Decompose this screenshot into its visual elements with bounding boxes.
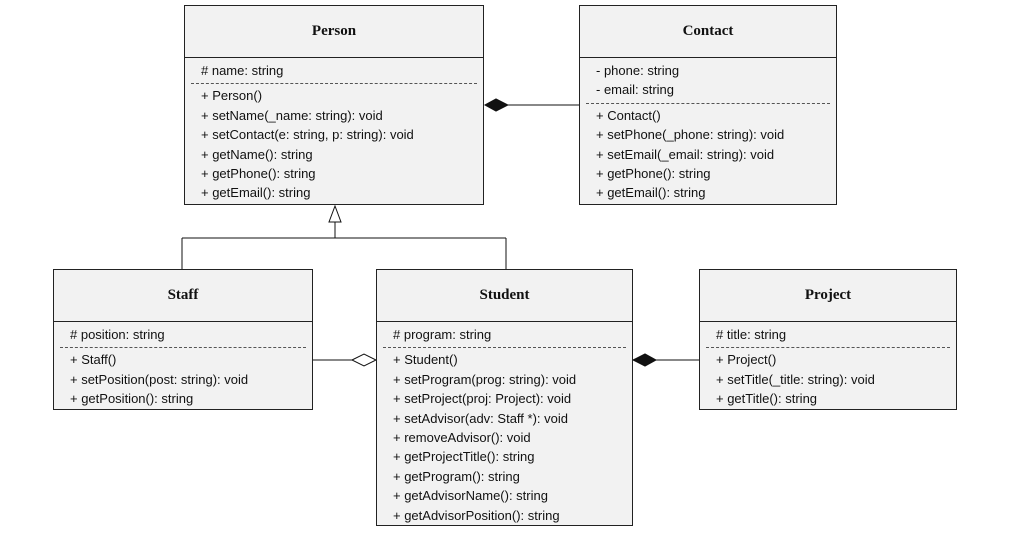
method: + setName(_name: string): void (201, 107, 383, 123)
method: + getProjectTitle(): string (393, 449, 535, 465)
method-list: + Person() + setName(_name: string): voi… (191, 84, 477, 202)
class-student: Student # program: string + Student() + … (376, 269, 633, 526)
method: + Student() (393, 352, 458, 368)
class-name: Person (185, 6, 483, 58)
attribute: # title: string (716, 327, 787, 342)
method: + setTitle(_title: string): void (716, 371, 875, 387)
method: + Project() (716, 352, 777, 368)
method: + Person() (201, 88, 263, 104)
method-list: + Staff() + setPosition(post: string): v… (60, 348, 306, 408)
composition-diamond-person (483, 98, 510, 112)
method: + setPosition(post: string): void (70, 371, 249, 387)
method: + getAdvisorPosition(): string (393, 507, 560, 523)
method-list: + Contact() + setPhone(_phone: string): … (586, 104, 830, 203)
class-name: Contact (580, 6, 836, 58)
method: + setAdvisor(adv: Staff *): void (393, 410, 568, 426)
attribute-list: # name: string (191, 58, 477, 85)
method: + setEmail(_email: string): void (596, 146, 775, 162)
method: + setProgram(prog: string): void (393, 371, 577, 387)
method: + Staff() (70, 352, 117, 368)
attribute-list: # title: string (706, 322, 950, 349)
class-name: Student (377, 270, 632, 322)
attribute-list: # program: string (383, 322, 626, 349)
method: + setProject(proj: Project): void (393, 391, 572, 407)
method: + setContact(e: string, p: string): void (201, 127, 414, 143)
method: + getAdvisorName(): string (393, 488, 548, 504)
generalization-triangle-person (328, 204, 342, 223)
attribute: - email: string (596, 82, 675, 98)
class-name: Staff (54, 270, 312, 322)
aggregation-diamond-student (350, 353, 378, 367)
method: + getTitle(): string (716, 391, 818, 407)
method-list: + Project() + setTitle(_title: string): … (706, 348, 950, 408)
composition-diamond-student (631, 353, 658, 367)
method: + getPhone(): string (596, 166, 711, 182)
method: + getPhone(): string (201, 166, 316, 182)
method: + setPhone(_phone: string): void (596, 127, 785, 143)
attribute: # position: string (70, 327, 165, 342)
method: + getPosition(): string (70, 391, 194, 407)
attribute: # name: string (201, 63, 284, 78)
attribute-list: - phone: string - email: string (586, 58, 830, 104)
attribute: - phone: string (596, 63, 680, 78)
attribute: # program: string (393, 327, 492, 342)
attribute-list: # position: string (60, 322, 306, 349)
method: + Contact() (596, 107, 661, 123)
class-person: Person # name: string + Person() + setNa… (184, 5, 484, 205)
method: + removeAdvisor(): void (393, 430, 531, 446)
class-staff: Staff # position: string + Staff() + set… (53, 269, 313, 410)
method: + getName(): string (201, 146, 313, 162)
class-name: Project (700, 270, 956, 322)
method: + getProgram(): string (393, 468, 520, 484)
method: + getEmail(): string (201, 185, 311, 201)
method-list: + Student() + setProgram(prog: string): … (383, 348, 626, 525)
class-project: Project # title: string + Project() + se… (699, 269, 957, 410)
method: + getEmail(): string (596, 185, 706, 201)
class-contact: Contact - phone: string - email: string … (579, 5, 837, 205)
